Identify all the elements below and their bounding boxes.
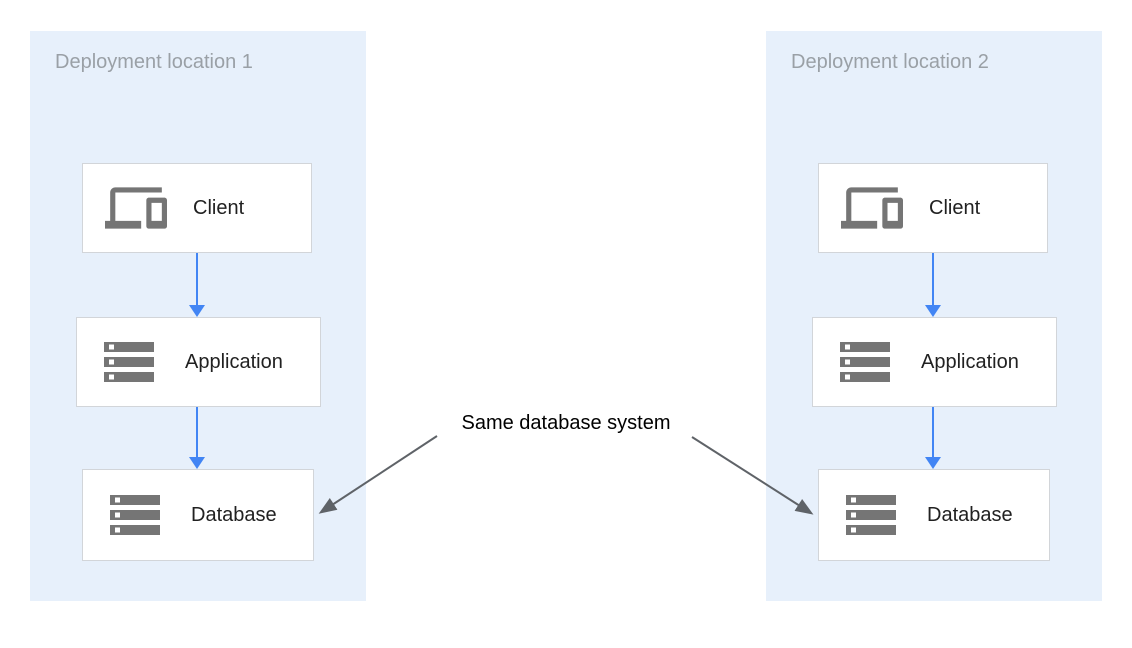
storage-icon xyxy=(105,485,165,545)
panel-title: Deployment location 1 xyxy=(55,51,253,73)
node-label: Application xyxy=(185,350,283,373)
node-label: Database xyxy=(191,503,277,526)
annotation-label: Same database system xyxy=(461,412,671,434)
storage-icon xyxy=(841,485,901,545)
flow-arrow-application-database xyxy=(196,407,198,457)
flow-arrowhead-icon xyxy=(925,305,941,317)
flow-arrow-application-database xyxy=(932,407,934,457)
storage-icon xyxy=(99,332,159,392)
node-label: Database xyxy=(927,503,1013,526)
deployment-panel-2: Deployment location 2 Client Application… xyxy=(766,31,1102,601)
database-node: Database xyxy=(818,469,1050,561)
application-node: Application xyxy=(76,317,321,407)
devices-icon xyxy=(105,177,167,239)
flow-arrowhead-icon xyxy=(189,457,205,469)
storage-icon xyxy=(835,332,895,392)
application-node: Application xyxy=(812,317,1057,407)
flow-arrow-client-application xyxy=(196,253,198,305)
deployment-panel-1: Deployment location 1 Client Application… xyxy=(30,31,366,601)
flow-arrowhead-icon xyxy=(925,457,941,469)
client-node: Client xyxy=(818,163,1048,253)
client-node: Client xyxy=(82,163,312,253)
node-label: Application xyxy=(921,350,1019,373)
node-label: Client xyxy=(193,196,245,219)
node-label: Client xyxy=(929,196,981,219)
panel-title: Deployment location 2 xyxy=(791,51,989,73)
database-node: Database xyxy=(82,469,314,561)
flow-arrowhead-icon xyxy=(189,305,205,317)
devices-icon xyxy=(841,177,903,239)
flow-arrow-client-application xyxy=(932,253,934,305)
